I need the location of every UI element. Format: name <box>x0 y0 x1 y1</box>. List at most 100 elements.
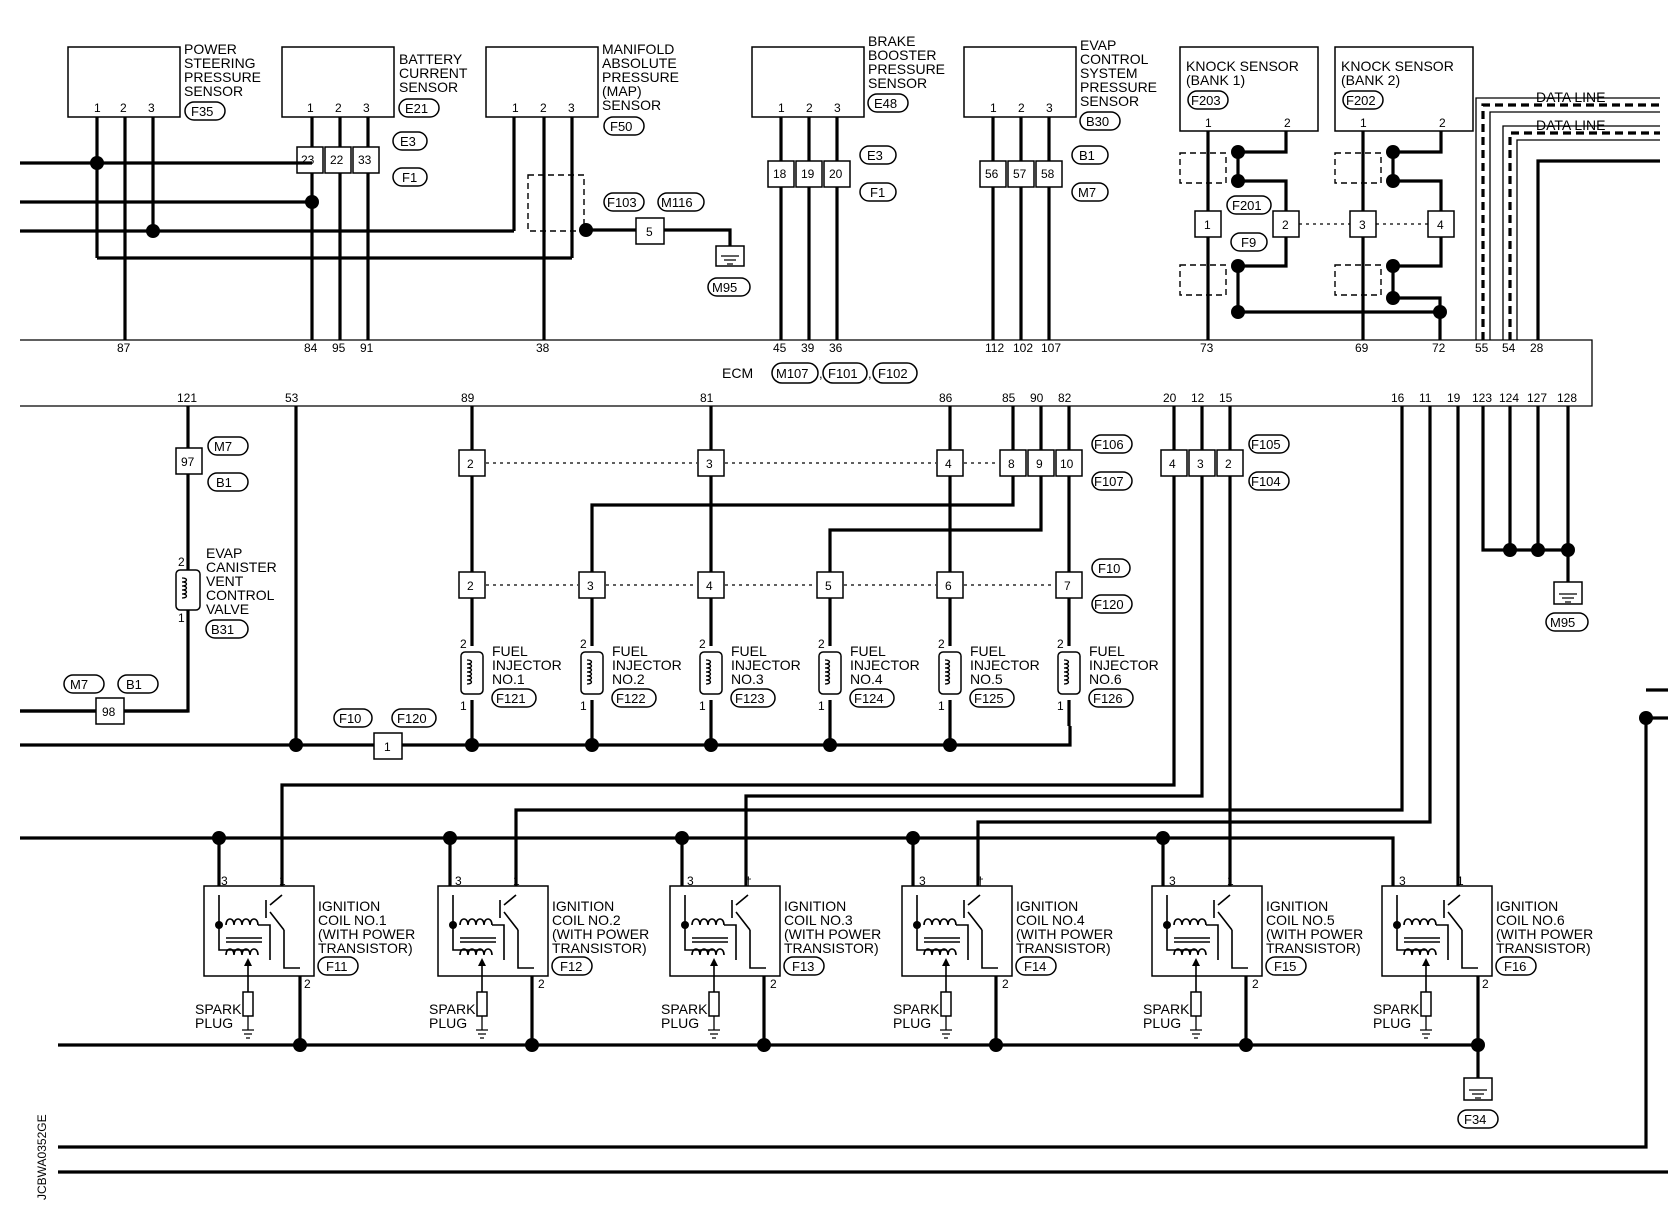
injector-label: FUEL <box>850 643 886 659</box>
svg-text:3: 3 <box>1046 101 1053 115</box>
svg-text:BATTERY: BATTERY <box>399 51 463 67</box>
pin-label: 1 <box>513 874 520 888</box>
svg-text:KNOCK SENSOR: KNOCK SENSOR <box>1341 58 1454 74</box>
lower-junction-dots <box>212 543 1653 1052</box>
svg-text:1: 1 <box>1360 116 1367 130</box>
svg-text:22: 22 <box>330 153 344 167</box>
pin-label: 2 <box>1057 637 1064 651</box>
coil-label: IGNITION <box>552 898 614 914</box>
svg-text:VALVE: VALVE <box>206 601 249 617</box>
connector-code: F124 <box>854 691 884 706</box>
svg-text:ECM: ECM <box>722 365 753 381</box>
coil-label: TRANSISTOR) <box>552 940 647 956</box>
svg-text:M107: M107 <box>776 366 809 381</box>
svg-text:CONTROL: CONTROL <box>1080 51 1149 67</box>
svg-text:F1: F1 <box>402 170 417 185</box>
svg-text:23: 23 <box>301 153 315 167</box>
svg-text:M95: M95 <box>1550 615 1575 630</box>
svg-text:4: 4 <box>1169 457 1176 471</box>
connector-code: F16 <box>1504 959 1526 974</box>
svg-text:M7: M7 <box>1078 185 1096 200</box>
injector-label: NO.1 <box>492 671 525 687</box>
svg-text:F104: F104 <box>1251 474 1281 489</box>
svg-text:(MAP): (MAP) <box>602 83 642 99</box>
svg-text:1: 1 <box>307 101 314 115</box>
ecm-pin-bottom: 127 <box>1527 391 1547 405</box>
svg-text:9: 9 <box>1036 457 1043 471</box>
ecm-pin-bottom: 82 <box>1058 391 1072 405</box>
pin-label: 2 <box>1482 977 1489 991</box>
svg-text:1: 1 <box>1204 218 1211 232</box>
battery-current-sensor: 1 2 3 BATTERY CURRENT SENSOR E21 23 22 3… <box>281 46 468 187</box>
svg-text:1: 1 <box>512 101 519 115</box>
svg-text:F201: F201 <box>1232 198 1262 213</box>
ecm-pin-bottom: 81 <box>700 391 714 405</box>
injector-label: FUEL <box>731 643 767 659</box>
coil-label: (WITH POWER <box>552 926 649 942</box>
ecm-pin-bottom: 86 <box>939 391 953 405</box>
ecm-pin-bottom: 53 <box>285 391 299 405</box>
coil-label: COIL NO.5 <box>1266 912 1335 928</box>
svg-text:PRESSURE: PRESSURE <box>1080 79 1157 95</box>
ground-m95-top: 5 F103 M116 M95 <box>603 192 751 297</box>
svg-text:2: 2 <box>1284 116 1291 130</box>
coil-label: COIL NO.1 <box>318 912 387 928</box>
svg-text:E3: E3 <box>867 148 883 163</box>
ecm-pin-bottom: 20 <box>1163 391 1177 405</box>
connector-code: F11 <box>326 959 347 974</box>
coil-label: COIL NO.2 <box>552 912 621 928</box>
injector-label: FUEL <box>492 643 528 659</box>
svg-text:4: 4 <box>945 457 952 471</box>
svg-text:2: 2 <box>120 101 127 115</box>
injector-label: FUEL <box>612 643 648 659</box>
svg-text:33: 33 <box>358 153 372 167</box>
coil-label: (WITH POWER <box>318 926 415 942</box>
svg-text:57: 57 <box>1013 167 1027 181</box>
svg-text:CANISTER: CANISTER <box>206 559 277 575</box>
spark-plug-label: SPARK <box>1373 1001 1420 1017</box>
coil-label: (WITH POWER <box>784 926 881 942</box>
svg-text:F120: F120 <box>1094 597 1124 612</box>
ecm-pin-bottom: 12 <box>1191 391 1205 405</box>
svg-text:E21: E21 <box>405 101 428 116</box>
pin-label: 1 <box>699 699 706 713</box>
svg-text:2: 2 <box>1018 101 1025 115</box>
svg-text:F9: F9 <box>1241 235 1256 250</box>
data-line-label-2: DATA LINE <box>1536 117 1606 133</box>
spark-plug-label: PLUG <box>1143 1015 1181 1031</box>
svg-text:F50: F50 <box>610 119 632 134</box>
svg-text:M95: M95 <box>712 280 737 295</box>
svg-text:M7: M7 <box>214 439 232 454</box>
svg-text:10: 10 <box>1060 457 1074 471</box>
svg-text:4: 4 <box>706 579 713 593</box>
ecm-pin-bottom: 11 <box>1419 391 1432 405</box>
fuel-injector-wiring: 1 F10 F120 <box>20 406 1072 760</box>
ecm-pin-top: 55 <box>1475 341 1489 355</box>
knock-sensor-bank-1: KNOCK SENSOR (BANK 1) F203 1 2 1 2 F201 … <box>1179 46 1319 296</box>
pin-label: 1 <box>279 874 286 888</box>
svg-text:(BANK 2): (BANK 2) <box>1341 72 1400 88</box>
coil-label: IGNITION <box>784 898 846 914</box>
svg-text:2: 2 <box>540 101 547 115</box>
pin-label: 3 <box>919 874 926 888</box>
coil-label: TRANSISTOR) <box>1496 940 1591 956</box>
coil-label: COIL NO.4 <box>1016 912 1085 928</box>
svg-text:2: 2 <box>1282 218 1289 232</box>
ecm-pin-top: 95 <box>332 341 346 355</box>
ecm-pin-top: 102 <box>1013 341 1033 355</box>
coil-label: COIL NO.3 <box>784 912 853 928</box>
injector-label: NO.4 <box>850 671 883 687</box>
svg-text:1: 1 <box>94 101 101 115</box>
svg-text:3: 3 <box>834 101 841 115</box>
pin-label: 2 <box>460 637 467 651</box>
svg-text:F101: F101 <box>828 366 858 381</box>
spark-plug-label: PLUG <box>893 1015 931 1031</box>
ecm-pin-top: 28 <box>1530 341 1544 355</box>
ground-m95-right: M95 <box>1545 581 1589 632</box>
